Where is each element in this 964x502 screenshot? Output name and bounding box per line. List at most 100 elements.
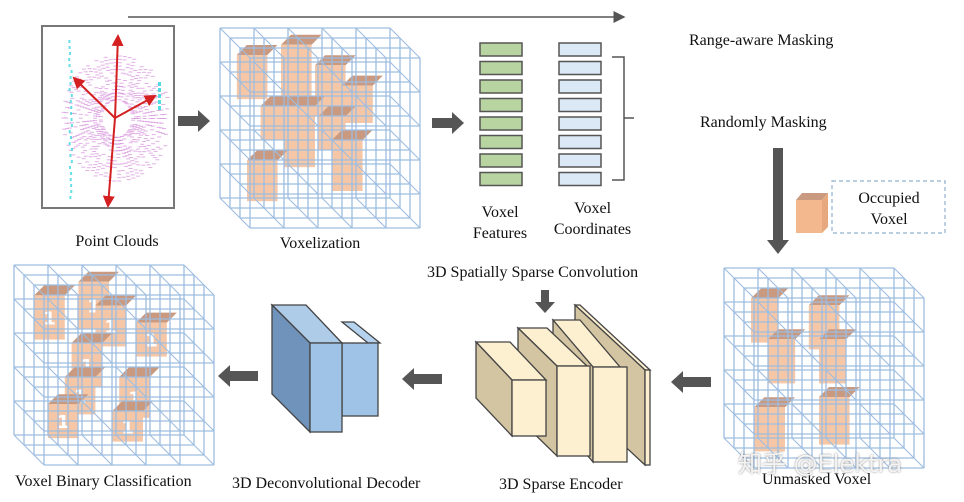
grid-depth-line (81, 264, 113, 296)
point (103, 135, 108, 137)
point (95, 128, 100, 130)
point (161, 132, 166, 134)
point (165, 108, 170, 110)
point (92, 94, 97, 96)
point (82, 99, 87, 101)
point (70, 160, 73, 163)
voxel-coordinates-label-line1: Voxel (573, 200, 612, 217)
point (87, 120, 92, 122)
point (91, 125, 96, 127)
point (139, 110, 144, 112)
point (130, 174, 135, 176)
point (68, 102, 73, 104)
point (134, 172, 139, 174)
point (150, 137, 155, 139)
voxel-features-label-line1: Voxel (481, 204, 519, 221)
point (156, 126, 161, 128)
watermark: 知乎 @Elektra (738, 450, 903, 478)
point (75, 100, 80, 102)
point (97, 69, 102, 71)
point (128, 134, 133, 136)
point (97, 132, 102, 134)
point (90, 169, 95, 171)
point (120, 163, 125, 165)
grid-depth-line (389, 27, 421, 59)
point (143, 130, 148, 132)
point (110, 72, 115, 74)
grid-depth-line (219, 27, 251, 59)
point (125, 155, 130, 157)
point (134, 141, 139, 143)
point (83, 150, 88, 152)
point (99, 99, 104, 101)
grid-depth-line (219, 61, 251, 93)
point (80, 132, 85, 134)
randomly-masking-label: Randomly Masking (700, 114, 827, 131)
point (136, 111, 141, 113)
point (81, 121, 86, 123)
point (88, 126, 93, 128)
point (139, 120, 144, 122)
point (127, 164, 132, 166)
grid-depth-line (355, 163, 387, 195)
grid-depth-line (13, 298, 45, 330)
voxel-cube (819, 397, 850, 445)
point (96, 66, 101, 68)
point (99, 174, 104, 176)
point (126, 63, 131, 65)
point (99, 121, 104, 123)
point (84, 114, 89, 116)
point (70, 112, 75, 114)
point (99, 130, 104, 132)
point (93, 156, 98, 158)
point (70, 184, 73, 187)
point (136, 97, 141, 99)
point (94, 71, 99, 73)
grid-depth-line (893, 437, 925, 469)
point (117, 62, 122, 64)
point (157, 136, 162, 138)
point (136, 72, 141, 74)
point (142, 95, 147, 97)
point (99, 61, 104, 63)
grid-depth-line (13, 366, 45, 398)
point (130, 124, 135, 126)
point (86, 137, 91, 139)
point (125, 103, 130, 105)
point (126, 150, 131, 152)
point (107, 156, 112, 158)
grid-depth-line (81, 400, 113, 432)
point (70, 172, 73, 175)
point (82, 124, 87, 126)
point (97, 125, 102, 127)
point (88, 99, 93, 101)
point (142, 90, 147, 92)
point (135, 139, 140, 141)
voxel-cube (34, 295, 65, 340)
point (68, 88, 71, 91)
point (121, 100, 126, 102)
point (93, 124, 98, 126)
grid-depth-line (287, 95, 319, 127)
point (96, 130, 101, 132)
point (156, 110, 161, 112)
point (69, 85, 74, 87)
point (122, 156, 127, 158)
point (89, 71, 94, 73)
point (128, 146, 133, 148)
grid-depth-line (723, 267, 755, 299)
point (70, 124, 73, 127)
point (129, 68, 134, 70)
point (151, 93, 156, 95)
point (93, 175, 98, 177)
point (63, 134, 68, 136)
point (126, 135, 131, 137)
point (86, 167, 91, 169)
point (122, 80, 127, 82)
point (129, 103, 134, 105)
point (150, 125, 155, 127)
point (135, 148, 140, 150)
point (136, 132, 141, 134)
point (97, 138, 102, 140)
point (82, 136, 87, 138)
